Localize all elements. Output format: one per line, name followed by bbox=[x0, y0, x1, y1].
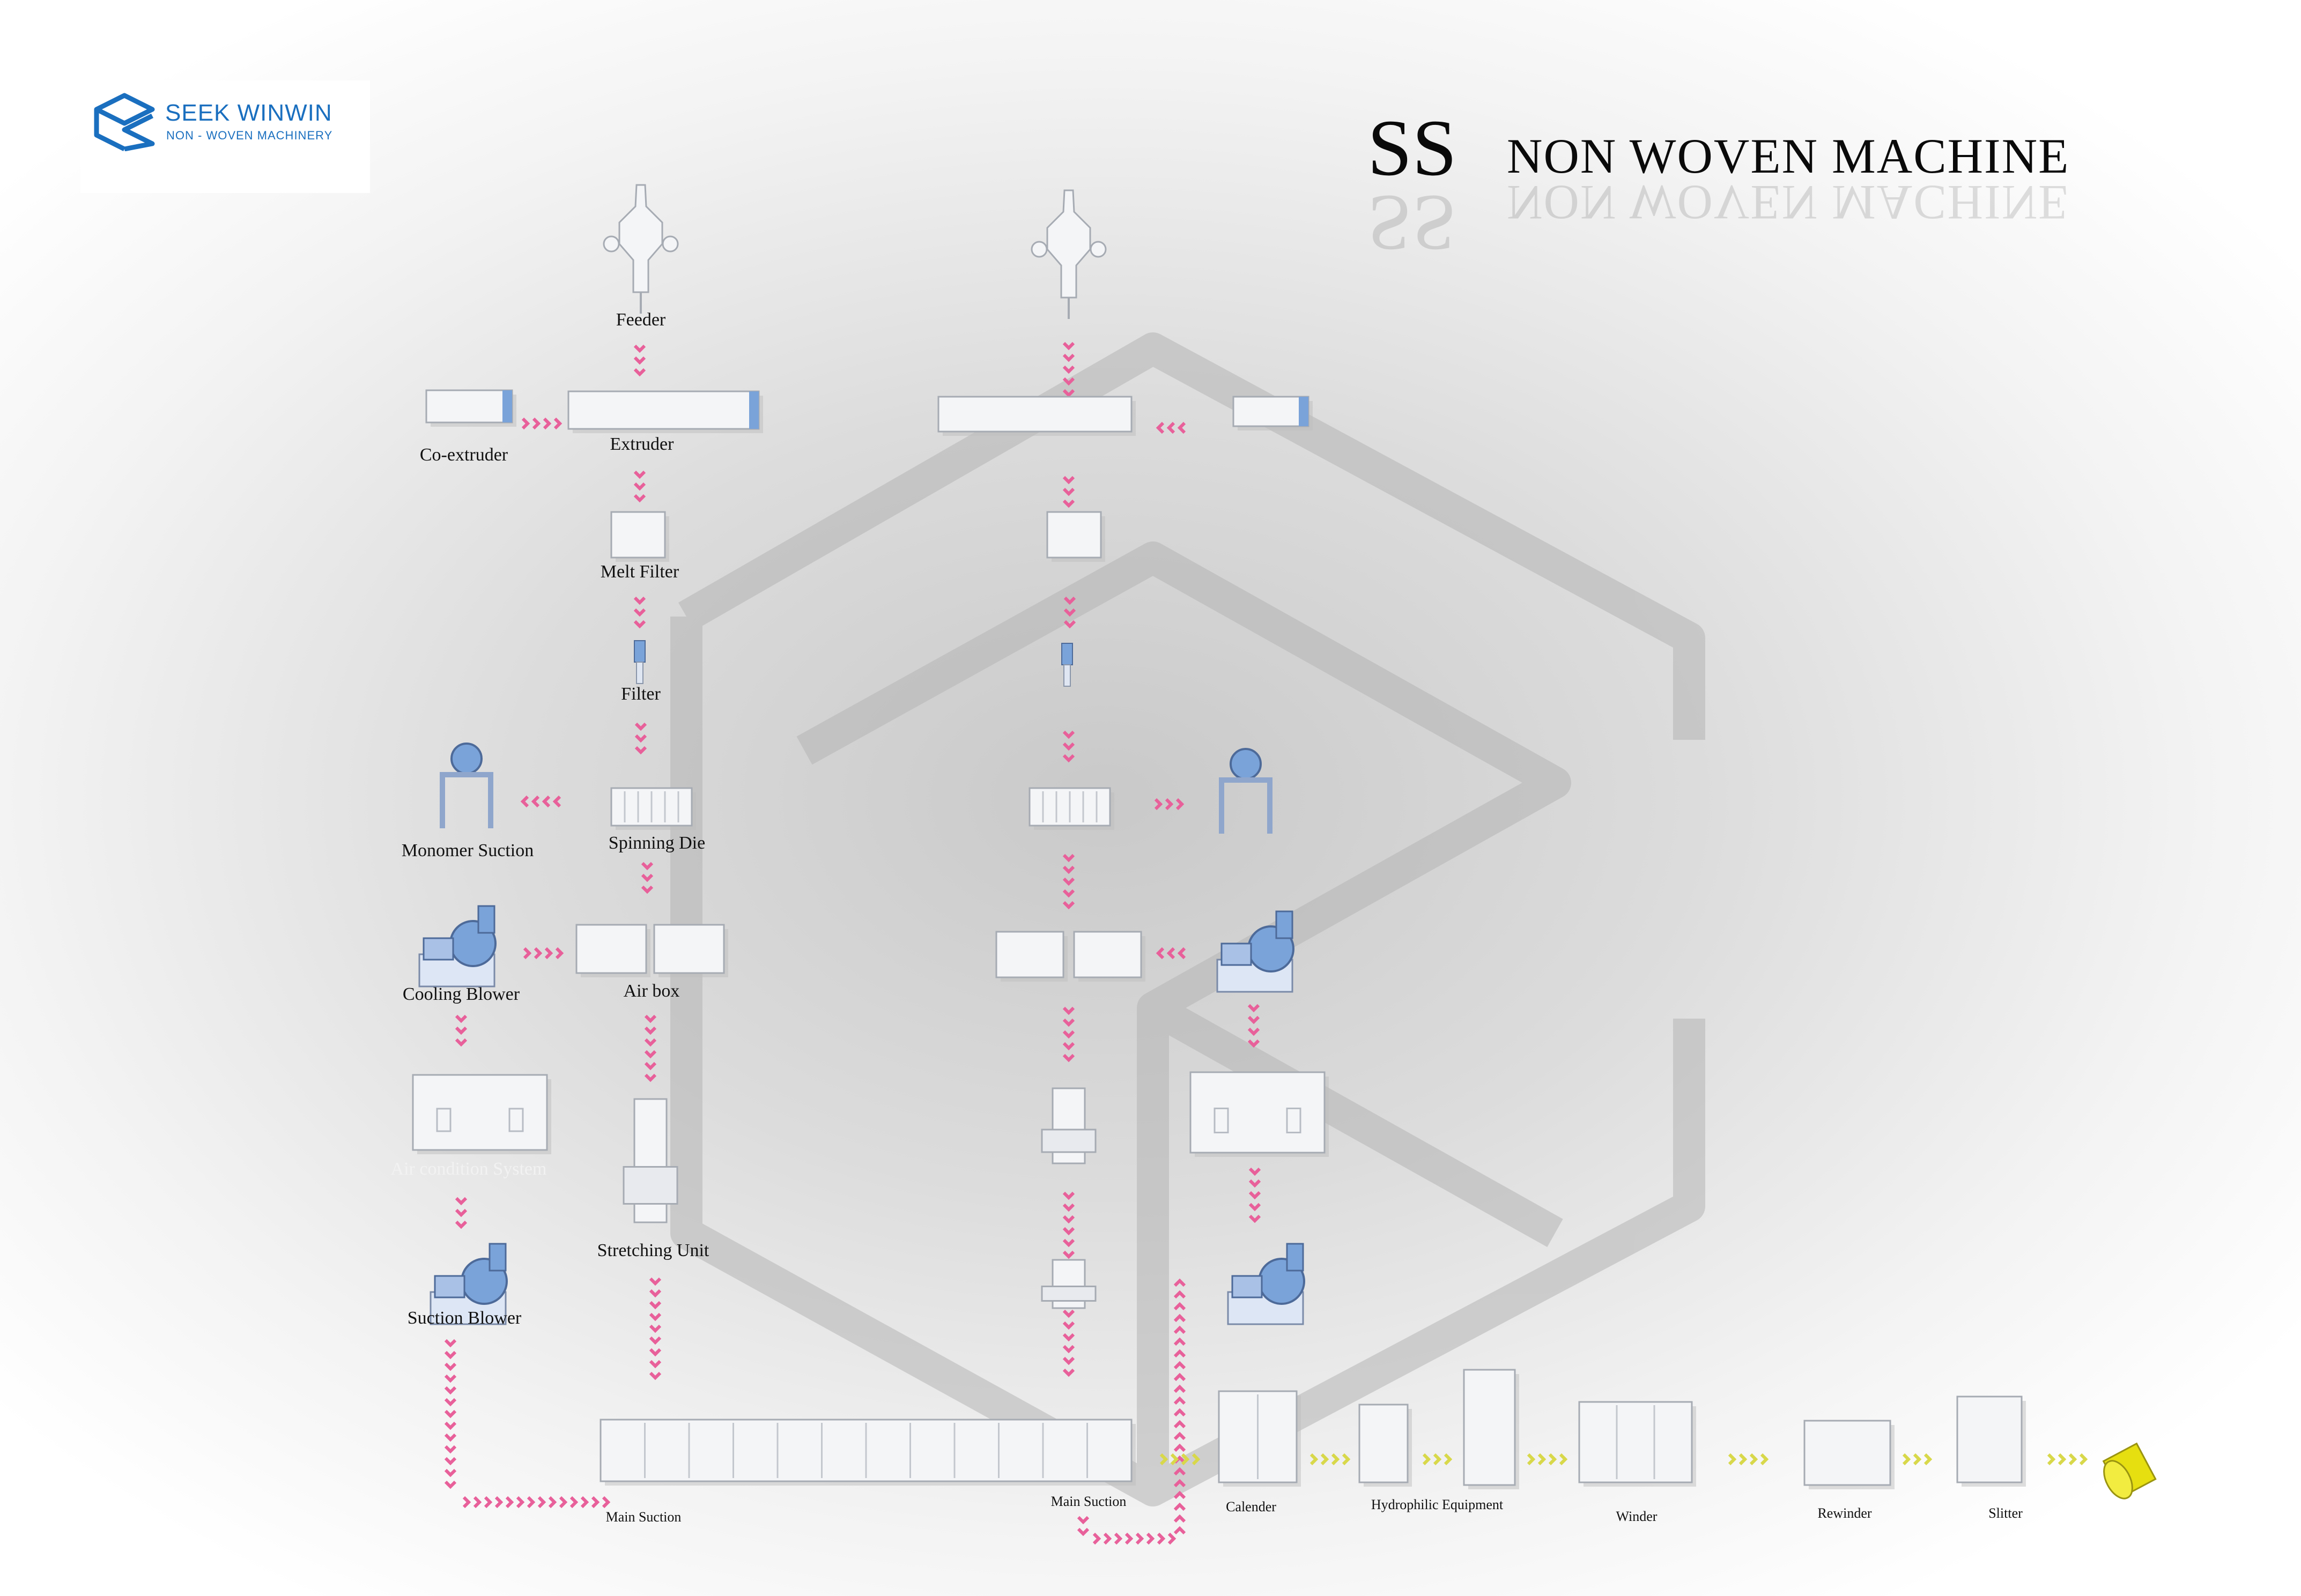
label-main-suction-1: Main Suction bbox=[605, 1509, 682, 1525]
co-extruder-right bbox=[1232, 396, 1313, 430]
spinning-die-left bbox=[610, 787, 696, 830]
arrow-suction-to-main-left bbox=[462, 1496, 611, 1509]
label-melt-filter: Melt Filter bbox=[600, 562, 679, 582]
arrow-out-6 bbox=[1902, 1453, 1933, 1466]
extruder-right bbox=[937, 396, 1136, 436]
feeder-left bbox=[603, 184, 679, 314]
label-winder: Winder bbox=[1616, 1509, 1658, 1524]
label-air-condition-system: Air condition System bbox=[390, 1159, 547, 1179]
arrow-feeder-extruder-left bbox=[633, 344, 646, 377]
stretching-unit-right-lower bbox=[1041, 1259, 1097, 1309]
stretching-unit-left bbox=[623, 1098, 678, 1223]
arrow-coextruder-right bbox=[1156, 421, 1186, 434]
filter-right bbox=[1061, 643, 1073, 687]
arrow-meltfilter-filter-left bbox=[633, 596, 646, 629]
hydrophilic-equipment-a bbox=[1358, 1404, 1412, 1487]
air-box-left-b bbox=[653, 924, 728, 977]
label-air-box: Air box bbox=[623, 981, 680, 1001]
arrow-out-1 bbox=[1159, 1453, 1201, 1466]
label-spinning-die: Spinning Die bbox=[608, 833, 706, 853]
arrow-suction-right-up bbox=[1173, 1278, 1186, 1535]
arrow-aircond-suction-left bbox=[455, 1197, 468, 1229]
arrow-airbox-stretching-left bbox=[644, 1014, 657, 1082]
label-extruder: Extruder bbox=[610, 434, 674, 454]
suction-blower-left bbox=[430, 1243, 508, 1325]
arrow-blower-aircond-right bbox=[1247, 1004, 1260, 1048]
arrow-filter-die-left bbox=[634, 722, 647, 755]
brand-tagline: NON - WOVEN MACHINERY bbox=[166, 129, 333, 142]
arrow-feeder-extruder-right bbox=[1062, 342, 1075, 398]
label-suction-blower: Suction Blower bbox=[407, 1308, 522, 1328]
air-box-right-b bbox=[1073, 931, 1145, 982]
arrow-blower-airbox-left bbox=[523, 947, 564, 960]
arrow-die-monomer-right bbox=[1154, 798, 1185, 811]
arrow-die-monomer-left bbox=[520, 795, 561, 808]
title-main: SS bbox=[1367, 103, 1457, 192]
arrow-out-7 bbox=[2047, 1453, 2088, 1466]
main-suction-conveyor bbox=[600, 1419, 1136, 1486]
air-box-right-a bbox=[995, 931, 1068, 982]
title-rest: NON WOVEN MACHINE bbox=[1507, 129, 2070, 183]
label-main-suction-2: Main Suction bbox=[1050, 1494, 1127, 1509]
slitter bbox=[1956, 1395, 2026, 1487]
brand-logo: SEEK WINWIN NON - WOVEN MACHINERY bbox=[80, 80, 370, 193]
arrow-extruder-meltfilter-right bbox=[1062, 476, 1075, 508]
arrow-main-right-down bbox=[1077, 1516, 1090, 1536]
arrow-blower-airbox-right bbox=[1156, 947, 1186, 960]
arrow-out-2 bbox=[1309, 1453, 1351, 1466]
label-co-extruder: Co-extruder bbox=[419, 445, 508, 465]
label-monomer-suction: Monomer Suction bbox=[401, 841, 534, 860]
label-slitter: Slitter bbox=[1988, 1505, 2023, 1521]
melt-filter-left bbox=[610, 511, 669, 562]
monomer-suction-left bbox=[440, 743, 493, 828]
cooling-blower-left bbox=[418, 905, 497, 988]
stretching-unit-right bbox=[1041, 1087, 1097, 1164]
rewinder bbox=[1803, 1420, 1895, 1489]
arrow-blower-aircond-left bbox=[455, 1014, 468, 1047]
filter-left bbox=[634, 640, 646, 684]
monomer-suction-right bbox=[1219, 748, 1272, 834]
logo-cube-icon bbox=[94, 93, 155, 151]
arrow-suction-blower-down bbox=[444, 1339, 457, 1489]
arrow-under-main-right bbox=[1092, 1532, 1177, 1545]
arrow-out-5 bbox=[1728, 1453, 1769, 1466]
co-extruder-left bbox=[425, 389, 516, 427]
arrow-extruder-meltfilter-left bbox=[633, 470, 646, 503]
arrow-filter-die-right bbox=[1062, 730, 1075, 763]
spinning-die-right bbox=[1029, 787, 1114, 830]
cooling-blower-right bbox=[1216, 910, 1294, 993]
melt-filter-right bbox=[1046, 511, 1105, 562]
label-hydrophilic-equipment: Hydrophilic Equipment bbox=[1371, 1497, 1504, 1512]
label-calender: Calender bbox=[1226, 1499, 1276, 1515]
arrow-out-4 bbox=[1527, 1453, 1568, 1466]
arrow-out-3 bbox=[1422, 1453, 1453, 1466]
arrow-meltfilter-filter-right bbox=[1063, 596, 1076, 629]
label-stretching-unit: Stretching Unit bbox=[597, 1241, 709, 1260]
roll-icon bbox=[2102, 1442, 2157, 1500]
winder bbox=[1578, 1401, 1696, 1487]
hydrophilic-equipment-b bbox=[1463, 1369, 1519, 1489]
arrow-aircond-suction-right bbox=[1248, 1167, 1261, 1223]
calender bbox=[1218, 1390, 1301, 1487]
extruder-left bbox=[567, 390, 763, 433]
label-filter: Filter bbox=[621, 684, 661, 704]
brand-name: SEEK WINWIN bbox=[165, 100, 332, 126]
air-condition-system-left bbox=[412, 1074, 551, 1154]
air-condition-system-right bbox=[1189, 1071, 1329, 1157]
suction-blower-right bbox=[1227, 1243, 1305, 1325]
arrow-airbox-stretching-right bbox=[1062, 1006, 1075, 1063]
feeder-right bbox=[1031, 189, 1107, 319]
label-rewinder: Rewinder bbox=[1817, 1505, 1872, 1521]
label-feeder: Feeder bbox=[616, 310, 666, 330]
air-box-left-a bbox=[575, 924, 650, 977]
arrow-coextruder-left bbox=[521, 417, 563, 430]
label-cooling-blower: Cooling Blower bbox=[402, 984, 520, 1004]
arrow-die-airbox-left bbox=[641, 862, 654, 894]
arrow-stretching-mainsuction-left bbox=[649, 1277, 662, 1380]
arrow-die-airbox-right bbox=[1062, 853, 1075, 910]
